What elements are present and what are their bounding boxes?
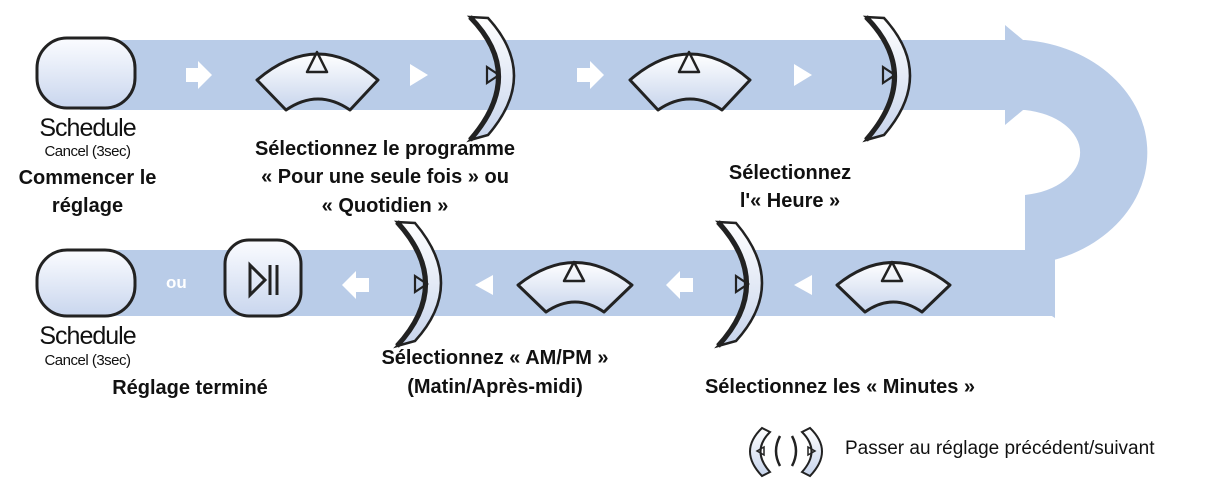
step-minutes: Sélectionnez les « Minutes » — [704, 376, 976, 398]
up-triangle-icon — [880, 260, 904, 283]
step-hour-line2: l'« Heure » — [739, 190, 841, 212]
or-label: ou — [166, 273, 187, 292]
up-arc-button-2[interactable] — [628, 50, 752, 112]
next-triangle-icon — [734, 273, 750, 295]
play-pause-button[interactable] — [223, 238, 303, 318]
end-caption: Réglage terminé — [112, 377, 268, 399]
next-triangle-icon — [881, 64, 897, 86]
flow-arrows-bottom — [342, 271, 812, 299]
left-arrow-icon — [342, 271, 369, 299]
next-arc-button-4[interactable] — [393, 220, 443, 349]
left-arrow-icon — [666, 271, 693, 299]
step-ampm-line1: Sélectionnez « AM/PM » — [381, 347, 609, 369]
left-triangle-icon — [475, 275, 493, 295]
right-triangle-icon — [410, 64, 428, 86]
next-triangle-icon — [485, 64, 501, 86]
next-arc-button-1[interactable] — [466, 15, 516, 143]
step-hour-line1: Sélectionnez — [728, 162, 852, 184]
up-triangle-icon — [677, 50, 701, 74]
legend-text: Passer au réglage précédent/suivant — [845, 438, 1155, 459]
right-arrow-icon — [577, 61, 604, 89]
next-triangle-icon — [807, 445, 817, 457]
prev-next-legend-icon — [749, 426, 823, 478]
play-pause-icon — [248, 261, 279, 299]
next-arc-button-3[interactable] — [714, 220, 764, 349]
step-program-line3: « Quotidien » — [321, 195, 449, 217]
next-arc-button-2[interactable] — [862, 15, 912, 143]
step-ampm-line2: (Matin/Après-midi) — [407, 376, 583, 398]
start-caption-line1: Commencer le — [18, 167, 157, 189]
right-triangle-icon — [794, 64, 812, 86]
start-caption-line2: réglage — [51, 195, 124, 217]
up-arc-button-1[interactable] — [255, 50, 380, 112]
up-triangle-icon — [562, 260, 586, 283]
prev-triangle-icon — [755, 445, 765, 457]
right-arrow-icon — [186, 61, 212, 89]
up-arc-button-3[interactable] — [835, 260, 952, 314]
flow-arrows-top — [186, 61, 812, 89]
up-triangle-icon — [305, 50, 329, 74]
schedule-label-end: Schedule — [39, 322, 136, 350]
cancel-label-start: Cancel (3sec) — [44, 143, 131, 160]
up-arc-button-4[interactable] — [516, 260, 634, 314]
schedule-button-end[interactable] — [35, 248, 137, 318]
left-triangle-icon — [794, 275, 812, 295]
schedule-label-start: Schedule — [39, 114, 136, 142]
next-triangle-icon — [413, 273, 429, 295]
cancel-label-end: Cancel (3sec) — [44, 352, 131, 369]
step-program-line1: Sélectionnez le programme — [254, 138, 516, 160]
schedule-button-start[interactable] — [35, 36, 137, 110]
step-program-line2: « Pour une seule fois » ou — [261, 166, 509, 188]
